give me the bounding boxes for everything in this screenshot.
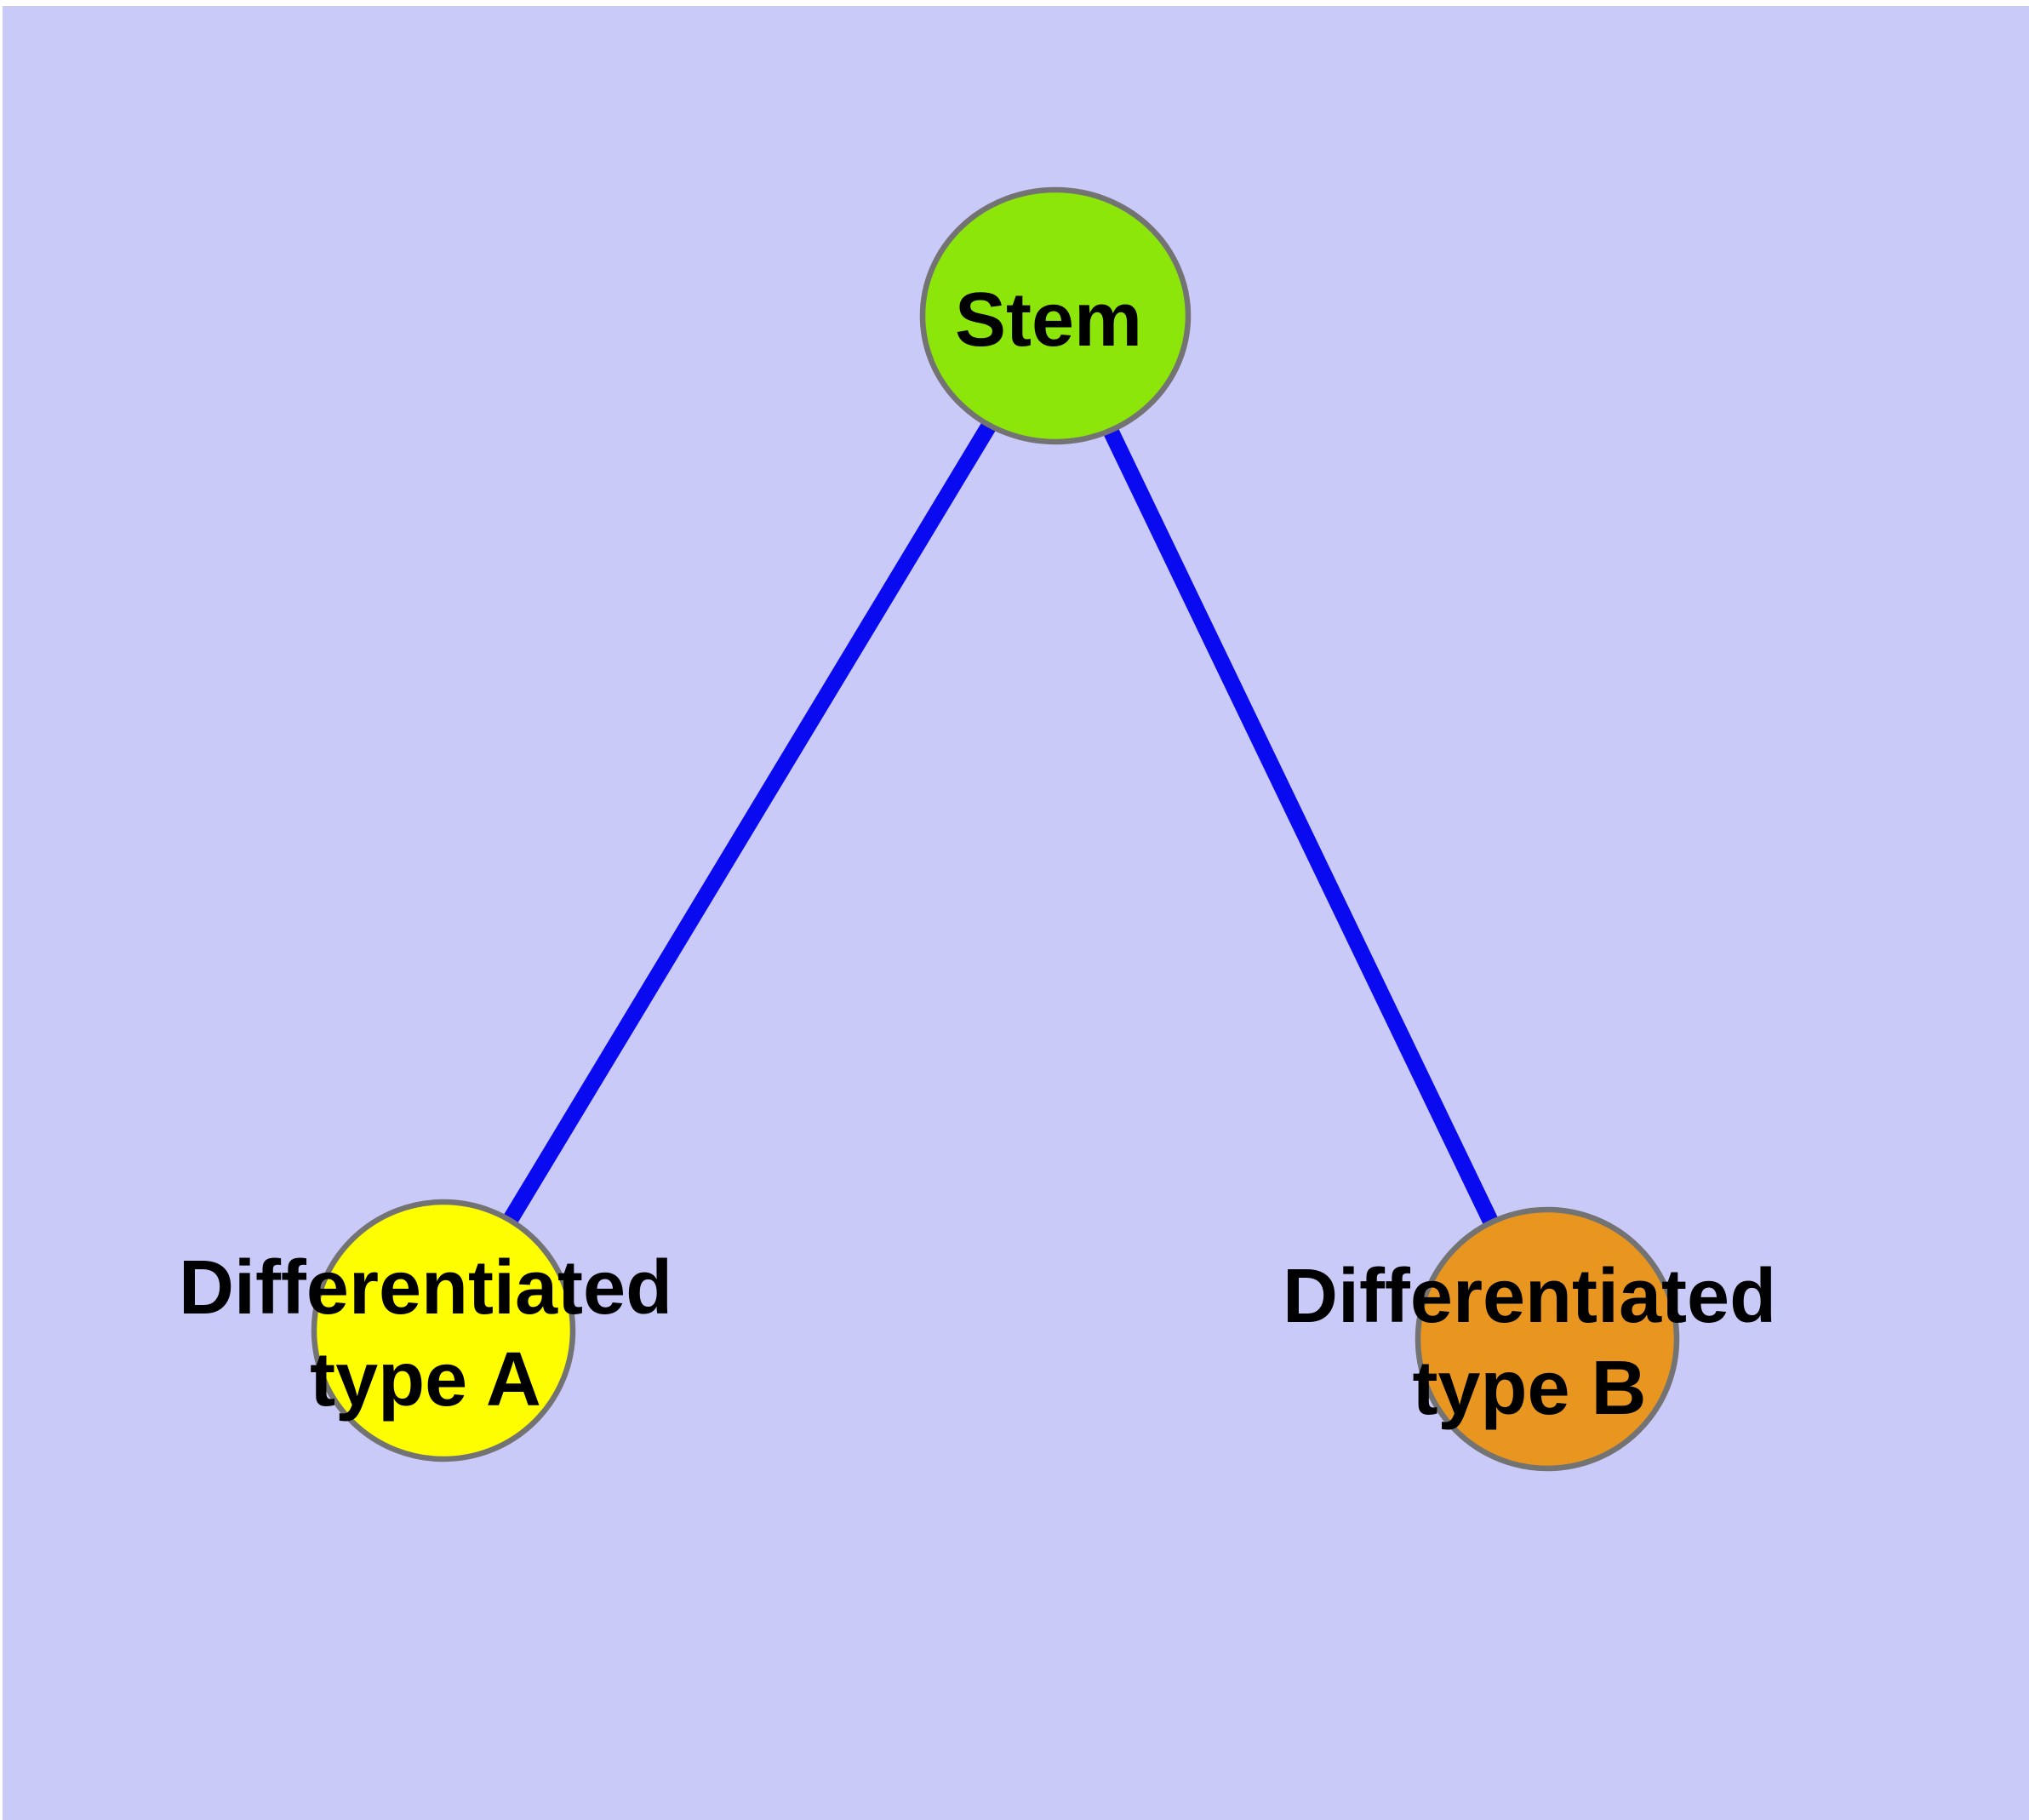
type-a-node-label: Differentiated type A [179, 1242, 672, 1426]
stem-node-circle [919, 186, 1192, 445]
type-a-label-line-1: Differentiated [178, 1245, 673, 1331]
type-a-node-circle [311, 1199, 576, 1462]
type-a-label-line-2: type A [310, 1337, 541, 1422]
type-b-label-line-2: type B [1412, 1346, 1647, 1431]
edge-stem-to-type-a [436, 312, 1063, 1335]
type-b-node-label: Differentiated type B [1283, 1251, 1776, 1434]
type-b-label-line-1: Differentiated [1282, 1254, 1777, 1339]
type-b-node-circle [1415, 1206, 1680, 1472]
edge-stem-to-type-b [1048, 312, 1555, 1343]
stem-label-text: Stem [954, 278, 1143, 363]
stem-node-label: Stem [955, 274, 1142, 366]
